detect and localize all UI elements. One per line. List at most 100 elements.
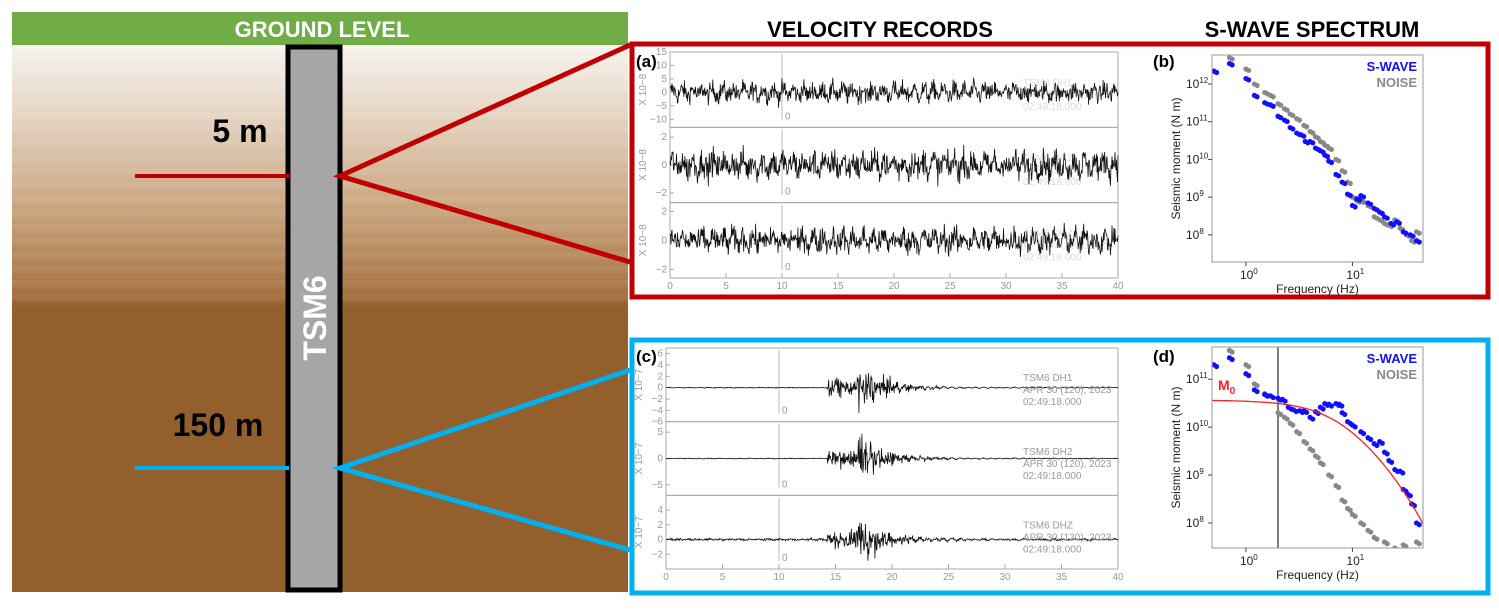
y-tick-label: −10 [650, 114, 667, 125]
x-tick-label: 35 [1056, 281, 1068, 292]
y-axis-label: Seismic moment (N m) [1169, 97, 1183, 219]
y-tick-base: 10 [1186, 190, 1200, 204]
x-tick-exp: 1 [1360, 267, 1365, 276]
swave-point [1360, 430, 1367, 437]
station-label: TSM6 [297, 275, 333, 360]
x-tick-label: 5 [723, 281, 729, 292]
noise-point [1229, 56, 1235, 62]
swave-point [1339, 403, 1345, 409]
velocity-trace [666, 522, 1119, 561]
swave-point [1284, 118, 1290, 125]
depth-label-deep: 150 m [173, 407, 264, 443]
legend-noise: NOISE [1377, 75, 1418, 90]
borehole-diagram: GROUND LEVEL TSM6 5 m 150 m [12, 12, 628, 593]
noise-point [1392, 545, 1398, 548]
noise-point [1328, 474, 1335, 480]
y-unit-label: X 10−8 [638, 224, 649, 256]
trace-date-label: APR 30 (120), 2023 [1023, 90, 1112, 101]
plot-area [1212, 55, 1422, 245]
y-tick-label: 0 [657, 535, 663, 546]
noise-point [1303, 124, 1310, 130]
reference-marker: 0 [785, 262, 791, 273]
y-tick-exp: 10 [1199, 419, 1208, 428]
x-tick-label: 40 [1112, 572, 1124, 583]
noise-point [1284, 416, 1290, 422]
noise-point [1290, 422, 1296, 428]
swave-point [1278, 115, 1284, 121]
x-tick-label: 25 [943, 572, 955, 583]
velocity-trace [666, 433, 1119, 475]
swave-point [1342, 411, 1348, 418]
y-unit-label: X 10−7 [634, 442, 645, 474]
y-tick-label: 10 [656, 60, 668, 71]
swave-point [1320, 406, 1326, 412]
x-tick-exp: 0 [1253, 553, 1258, 562]
swave-point [1342, 180, 1348, 187]
y-tick-exp: 8 [1199, 227, 1204, 236]
legend-noise: NOISE [1377, 367, 1418, 382]
y-tick-label: 1011 [1186, 114, 1208, 129]
velocity-trace [669, 77, 1119, 108]
x-tick-base: 10 [1240, 554, 1254, 568]
noise-point [1342, 499, 1348, 505]
plot-frame [1211, 346, 1424, 549]
noise-point [1384, 541, 1390, 547]
y-tick-label: 6 [657, 349, 663, 360]
y-tick-label: 0 [661, 160, 667, 171]
y-tick-label: 1010 [1186, 419, 1209, 434]
trace-channel-label: TSM6 DH1 [1023, 78, 1073, 89]
noise-point [1278, 411, 1284, 418]
swave-point [1282, 398, 1288, 404]
y-tick-label: 4 [657, 360, 663, 371]
y-tick-exp: 9 [1199, 189, 1204, 198]
trace-channel-label: TSM6 DH1 [1023, 373, 1073, 384]
trace-channel-label: TSM6 DH2 [1023, 447, 1073, 458]
noise-point [1254, 82, 1260, 89]
swave-point [1324, 153, 1331, 160]
y-tick-label: 1010 [1186, 151, 1209, 166]
panel-tag: (d) [1153, 347, 1175, 366]
trace-date-label: APR 30 (120), 2023 [1023, 532, 1112, 543]
noise-point [1310, 130, 1316, 136]
noise-point [1270, 94, 1276, 100]
y-tick-exp: 12 [1199, 76, 1208, 85]
swave-point [1246, 77, 1252, 83]
swave-point [1352, 204, 1358, 210]
y-tick-base: 10 [1186, 115, 1200, 129]
noise-point [1347, 507, 1353, 513]
y-tick-label: 109 [1186, 189, 1204, 204]
swave-point [1416, 522, 1422, 528]
velocity-trace [669, 222, 1119, 257]
y-tick-label: 1012 [1186, 76, 1209, 91]
trace-channel-label: TSM6 DHZ [1023, 229, 1073, 240]
y-tick-label: 5 [657, 427, 663, 438]
swave-point [1410, 233, 1416, 239]
noise-point [1315, 455, 1321, 461]
swave-point [1303, 409, 1310, 416]
y-tick-label: 108 [1186, 227, 1204, 242]
y-axis-label: Seismic moment (N m) [1169, 386, 1183, 508]
reference-marker: 0 [782, 479, 788, 490]
x-tick-label: 5 [720, 572, 726, 583]
swave-point [1328, 403, 1335, 409]
swave-point [1310, 140, 1316, 146]
noise-point [1342, 169, 1348, 175]
y-tick-base: 10 [1186, 420, 1200, 434]
y-tick-label: −5 [656, 101, 668, 112]
noise-point [1296, 430, 1303, 437]
noise-point [1360, 199, 1367, 205]
noise-point [1296, 117, 1303, 123]
swave-point [1254, 94, 1260, 100]
noise-point [1246, 363, 1252, 370]
reference-marker: 0 [785, 111, 791, 122]
swave-point [1213, 363, 1220, 370]
swave-point [1328, 159, 1335, 166]
noise-point [1403, 543, 1409, 548]
swave-point [1310, 416, 1316, 422]
x-tick-base: 10 [1240, 268, 1254, 282]
noise-point [1303, 440, 1310, 446]
reference-marker: 0 [782, 553, 788, 564]
y-tick-label: 2 [657, 371, 663, 382]
